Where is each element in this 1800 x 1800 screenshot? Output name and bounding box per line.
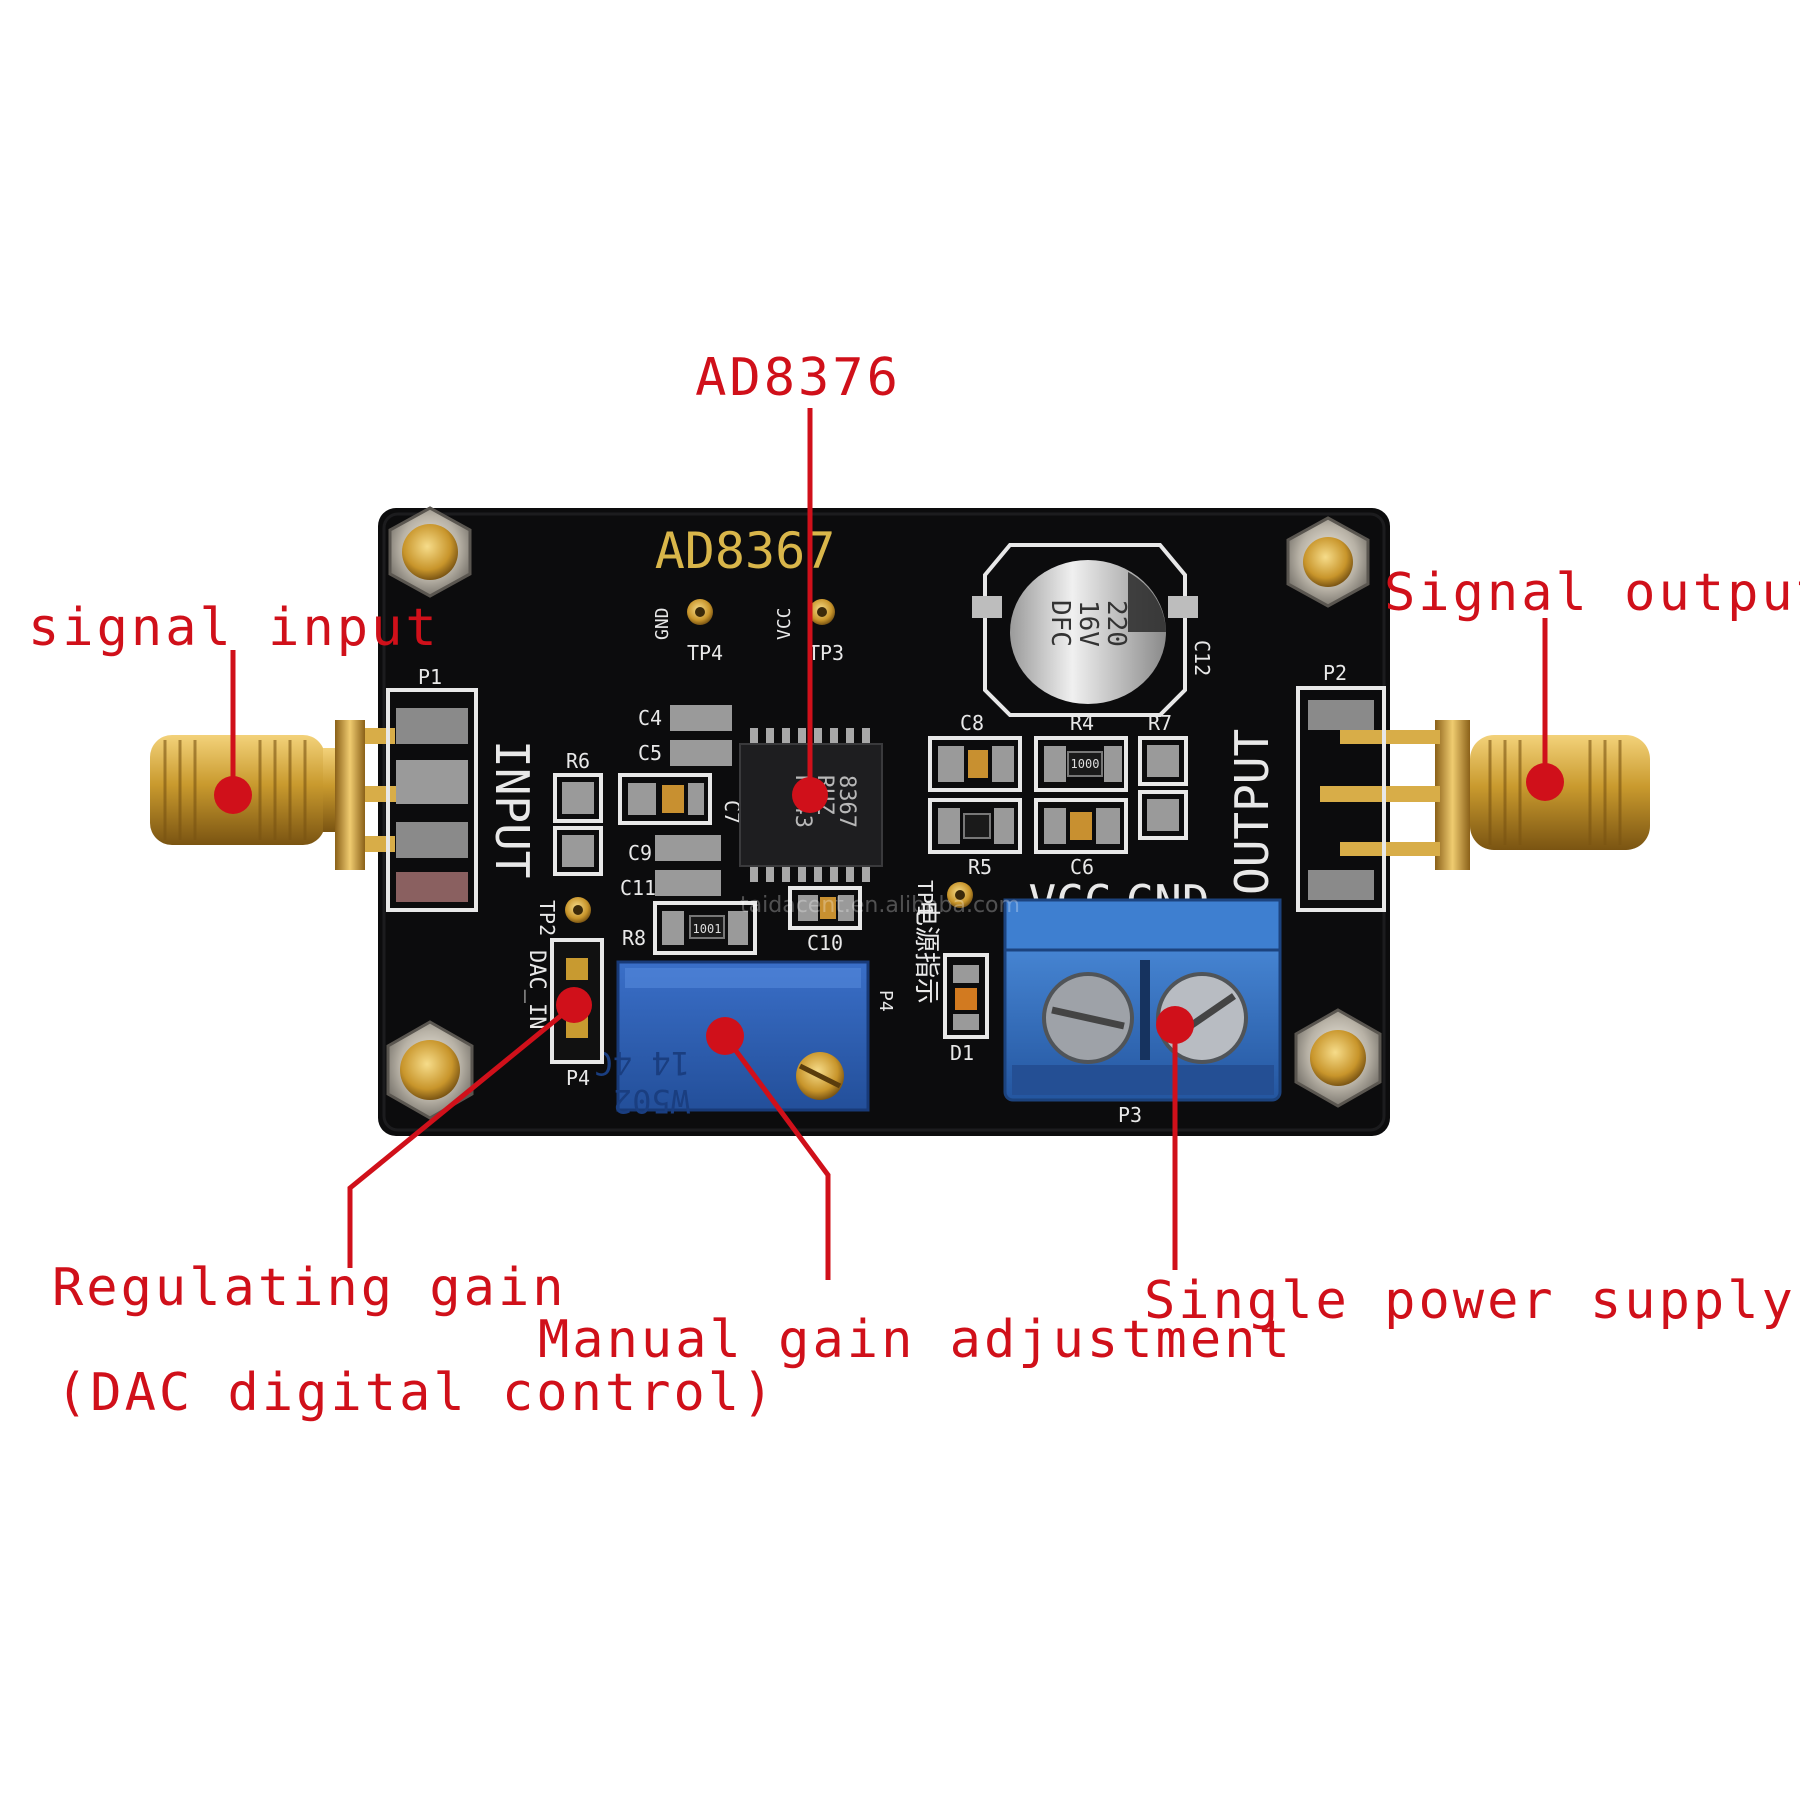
single-power-callout: Single power supply [1144,1271,1796,1331]
power-indicator-led: D1 电源指示 [911,900,989,1065]
standoff-top-left [388,506,472,598]
c11-label: C11 [620,876,656,900]
c6-label: C6 [1070,855,1094,879]
chip-callout: AD8376 [695,348,901,408]
pot-leader-polyline [722,1034,831,1280]
test-point-tp1: TP1 [913,880,973,916]
p2-footprint: P2 [1296,661,1386,912]
sma-output-connector [1320,720,1650,870]
input-dot [214,776,252,814]
pot-marking-1: 14 4C [594,1044,690,1082]
p5-label: P4 [875,990,896,1012]
sma-input-connector [150,720,425,870]
tp3-label: TP3 [808,641,844,665]
p4-label: P4 [566,1066,590,1090]
chip-dot [792,777,828,813]
cap-code: DFC [1045,600,1075,647]
regulating-gain-callout-line2: (DAC digital control) [56,1363,776,1423]
r8-label: R8 [622,926,646,950]
standoff-bottom-left [386,1020,474,1120]
pot-marking-2: W502 [613,1082,690,1120]
r5-label: R5 [968,855,992,879]
c9-label: C9 [628,841,652,865]
cap-voltage: 16V [1073,600,1103,647]
tp2-label: TP2 [535,900,559,936]
r4-code: 1000 [1071,757,1100,771]
test-point-tp2: TP2 [535,897,591,936]
c5-label: C5 [638,741,662,765]
p1-footprint: P1 [386,665,478,912]
standoff-bottom-right [1294,1008,1382,1108]
terminal-block-p3: P3 [1003,898,1282,1127]
pot-dot [706,1017,744,1055]
dac-dot [556,987,592,1023]
c12-label: C12 [1190,640,1214,676]
tp1-label: TP1 [913,880,937,916]
output-dot [1526,763,1564,801]
test-point-tp4: GND TP4 [652,599,723,665]
tp4-label: TP4 [687,641,723,665]
smd-components-right: C8 1000 R4 R7 R5 C6 [928,711,1188,879]
callout-dots [214,763,1564,1055]
tp3-net-label: VCC [774,607,795,640]
r8-code: 1001 [693,922,722,936]
board-title: AD8367 [655,522,836,580]
r7-label: R7 [1148,711,1172,735]
cap-value: 220 [1101,600,1131,647]
standoff-top-right [1286,516,1370,608]
r4-label: R4 [1070,711,1094,735]
tp4-net-label: GND [652,607,673,640]
p2-label: P2 [1323,661,1347,685]
power-dot [1156,1006,1194,1044]
manual-gain-callout: Manual gain adjustment [538,1310,1293,1370]
d1-label: D1 [950,1041,974,1065]
c10-label: C10 [807,931,843,955]
dac-in-label: DAC_IN [524,950,549,1029]
dac-leader-polyline [347,1003,576,1268]
signal-input-callout: signal input [28,598,440,658]
chip-marking-1: 8367 [834,775,859,828]
potentiometer: 14 4C W502 P4 [594,960,896,1120]
p3-label: P3 [1118,1103,1142,1127]
r6-label: R6 [566,749,590,773]
watermark: taidacent.en.alibaba.com [740,893,1020,918]
c8-label: C8 [960,711,984,735]
electrolytic-capacitor-c12: 220 16V DFC C12 [972,543,1214,717]
test-point-tp3: VCC TP3 [774,599,844,665]
input-silkscreen: INPUT [485,740,539,878]
output-silkscreen: OUTPUT [1225,729,1279,895]
regulating-gain-callout: Regulating gain [52,1258,567,1318]
callout-lines [230,408,1548,1280]
signal-output-callout: Signal output [1384,563,1800,623]
capacitor-c10: C10 [788,886,862,955]
p1-label: P1 [418,665,442,689]
power-indicator-label: 电源指示 [911,900,941,1004]
c4-label: C4 [638,706,662,730]
